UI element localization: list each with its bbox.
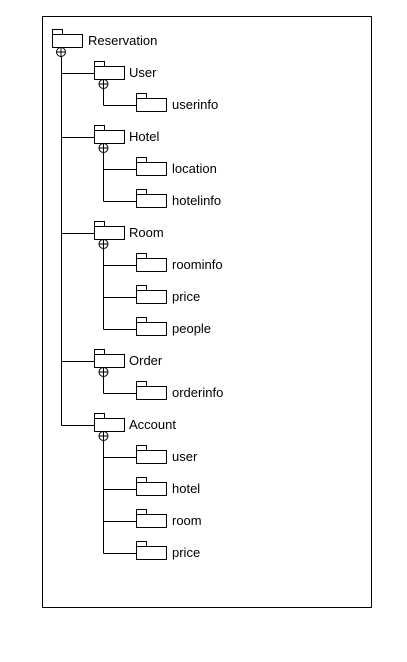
account-room-package-icon	[136, 509, 167, 528]
package-label-account-user: user	[172, 449, 198, 464]
hotel-circle-plus-icon[interactable]	[98, 143, 109, 153]
package-label-account-room: room	[172, 513, 202, 528]
account-hotel-package-icon	[136, 477, 167, 496]
order-circle-plus-icon[interactable]	[98, 367, 109, 377]
room-package-icon	[94, 221, 125, 240]
user-userinfo-package-icon	[136, 93, 167, 112]
account-package-icon	[94, 413, 125, 432]
package-label-account-price: price	[172, 545, 200, 560]
root-label-reservation: Reservation	[88, 33, 157, 48]
order-orderinfo-package-icon	[136, 381, 167, 400]
package-label-user: User	[129, 65, 157, 80]
reservation-package-icon	[52, 29, 83, 48]
package-label-hotel-hotelinfo: hotelinfo	[172, 193, 221, 208]
room-people-package-icon	[136, 317, 167, 336]
package-label-account-hotel: hotel	[172, 481, 200, 496]
hotel-package-icon	[94, 125, 125, 144]
package-label-hotel: Hotel	[129, 129, 159, 144]
package-label-hotel-location: location	[172, 161, 217, 176]
account-user-package-icon	[136, 445, 167, 464]
account-circle-plus-icon[interactable]	[98, 431, 109, 441]
reservation-circle-plus-icon[interactable]	[56, 47, 66, 57]
room-circle-plus-icon[interactable]	[98, 239, 109, 249]
hotel-hotelinfo-package-icon	[136, 189, 167, 208]
room-roominfo-package-icon	[136, 253, 167, 272]
user-circle-plus-icon[interactable]	[98, 79, 109, 89]
package-label-room: Room	[129, 225, 164, 240]
order-package-icon	[94, 349, 125, 368]
package-label-order-orderinfo: orderinfo	[172, 385, 223, 400]
room-price-package-icon	[136, 285, 167, 304]
package-label-account: Account	[129, 417, 176, 432]
hotel-location-package-icon	[136, 157, 167, 176]
package-label-room-price: price	[172, 289, 200, 304]
package-label-order: Order	[129, 353, 163, 368]
package-label-room-roominfo: roominfo	[172, 257, 223, 272]
user-package-icon	[94, 61, 125, 80]
account-price-package-icon	[136, 541, 167, 560]
package-label-user-userinfo: userinfo	[172, 97, 218, 112]
package-label-room-people: people	[172, 321, 211, 336]
diagram-border	[42, 16, 372, 608]
